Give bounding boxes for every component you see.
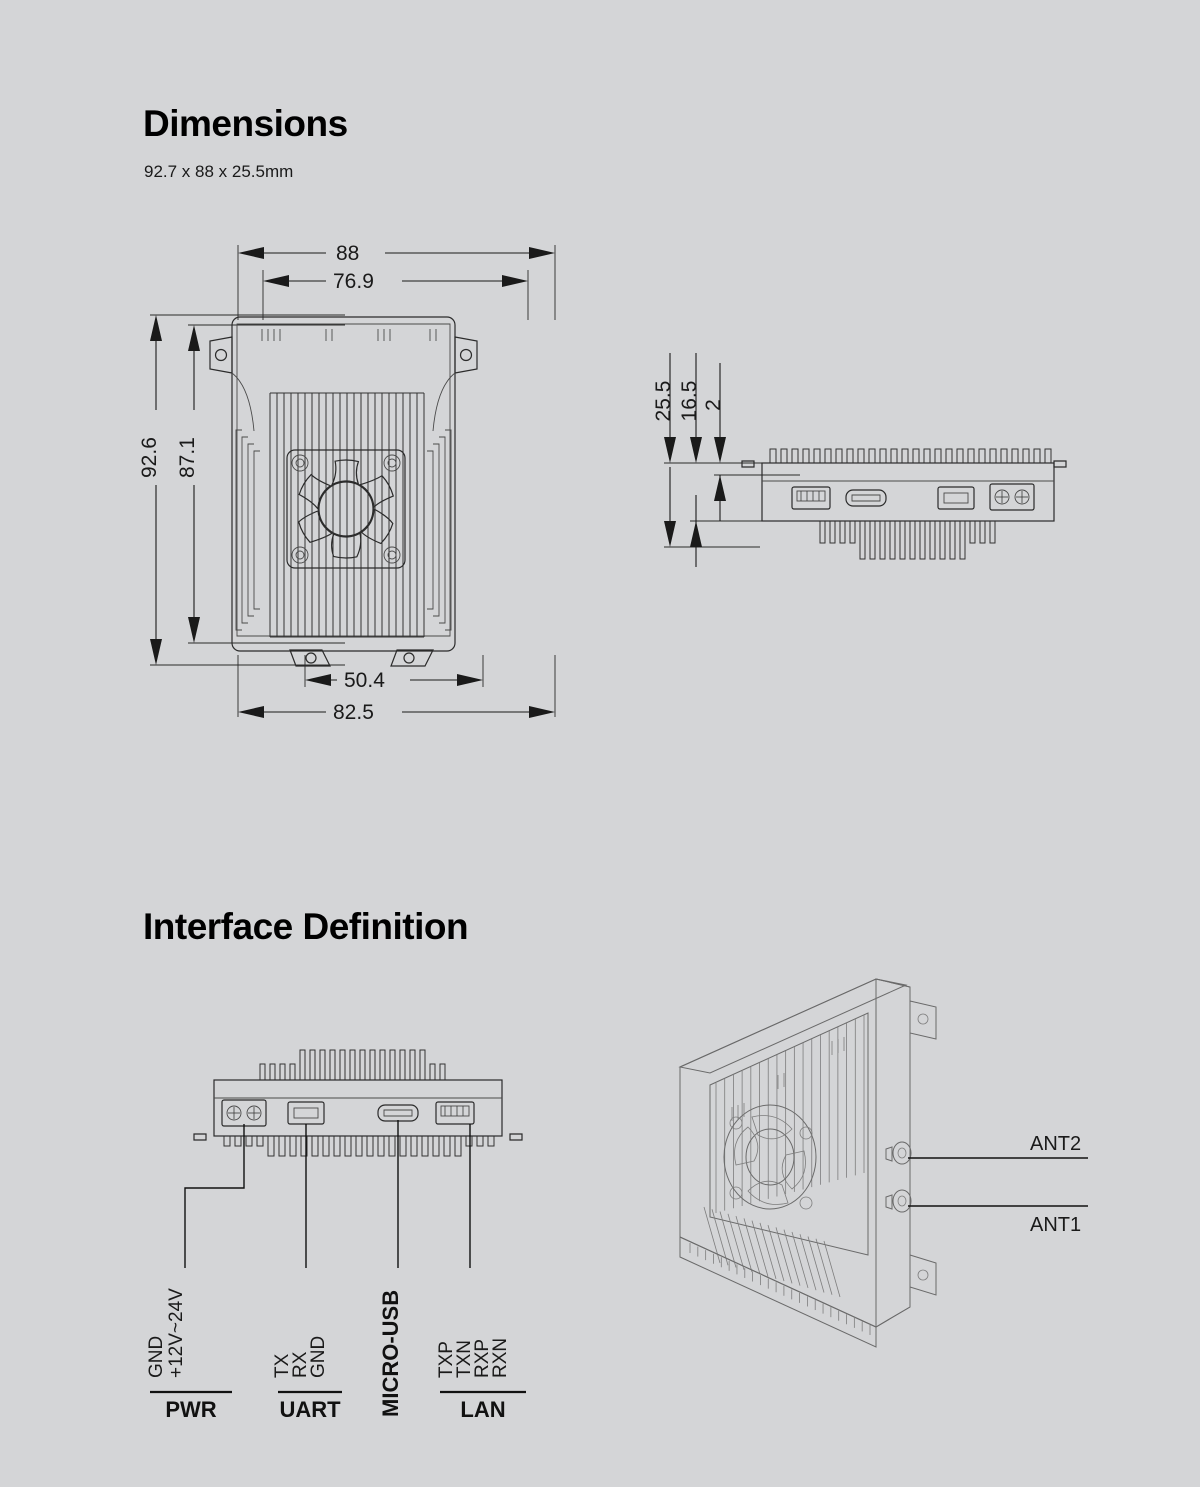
pin-group-pwr: GND +12V~24V PWR <box>146 1288 232 1422</box>
dimension-50-4-label: 50.4 <box>344 669 385 692</box>
callout-ant1: ANT1 <box>908 1205 1088 1236</box>
dimension-76-9-label: 76.9 <box>333 270 374 293</box>
connector-pwr-iface <box>221 1099 267 1127</box>
side-view-drawing: 25.5 16.5 2 <box>650 335 1070 575</box>
antenna-connector-1 <box>885 1189 912 1213</box>
pin-group-micro-usb: MICRO-USB <box>378 1290 403 1417</box>
connector-group-label-pwr: PWR <box>165 1397 216 1422</box>
dimension-2: 2 <box>702 363 726 521</box>
connector-uart <box>937 486 975 510</box>
antenna-connector-2 <box>885 1141 912 1165</box>
dimension-2-label: 2 <box>702 399 725 411</box>
pin-label-rx: RX <box>290 1351 311 1378</box>
connector-micro-usb <box>845 489 887 507</box>
interface-device-body <box>193 1049 523 1157</box>
dimension-16-5-label: 16.5 <box>678 381 701 422</box>
dimensions-section-title: Dimensions <box>143 103 348 144</box>
leader-lines <box>184 1120 471 1268</box>
device-top-body <box>209 316 478 667</box>
iso-device-body <box>678 978 937 1348</box>
pin-label-12v-24v: +12V~24V <box>166 1288 187 1378</box>
callout-label-ant1: ANT1 <box>1030 1214 1081 1236</box>
dimension-50-4: 50.4 <box>305 669 483 692</box>
interface-section-title: Interface Definition <box>143 906 469 947</box>
pin-label-gnd-uart: GND <box>308 1336 329 1378</box>
connector-uart-iface <box>287 1101 325 1125</box>
dimension-88: 88 <box>238 242 555 265</box>
dimension-76-9: 76.9 <box>263 270 528 293</box>
connector-pwr <box>989 483 1035 511</box>
isometric-view-drawing: ANT2 ANT1 <box>660 955 1130 1355</box>
connector-lan-iface <box>435 1101 475 1125</box>
dimension-87-1: 87.1 <box>176 325 200 643</box>
callout-ant2: ANT2 <box>908 1133 1088 1159</box>
pin-label-tx: TX <box>272 1353 293 1378</box>
connector-lan <box>791 486 831 510</box>
fan-assembly <box>286 449 406 569</box>
dimension-92-6-label: 92.6 <box>138 437 161 478</box>
dimension-16-5: 16.5 <box>678 353 702 567</box>
dimension-92-6: 92.6 <box>138 315 162 665</box>
dimension-25-5-label: 25.5 <box>652 381 675 422</box>
dimension-25-5: 25.5 <box>652 353 676 547</box>
pin-label-txp: TXP <box>436 1341 457 1378</box>
pin-group-uart: TX RX GND UART <box>272 1336 342 1422</box>
iso-fan <box>723 1104 817 1210</box>
connector-group-label-lan: LAN <box>460 1397 505 1422</box>
device-side-body <box>741 448 1067 560</box>
pin-label-txn: TXN <box>454 1340 475 1378</box>
dimension-88-label: 88 <box>336 242 359 265</box>
dimension-82-5: 82.5 <box>238 701 555 724</box>
connector-micro-usb-iface <box>377 1104 419 1122</box>
dimensions-subtitle: 92.7 x 88 x 25.5mm <box>144 162 294 181</box>
connector-group-label-uart: UART <box>279 1397 341 1422</box>
top-view-drawing: 88 76.9 92.6 <box>130 225 580 745</box>
dimension-82-5-label: 82.5 <box>333 701 374 724</box>
pin-group-lan: TXP TXN RXP RXN LAN <box>436 1338 526 1422</box>
interface-side-view-drawing: GND +12V~24V PWR TX RX GND UART MICRO-US… <box>140 1020 570 1440</box>
callout-label-ant2: ANT2 <box>1030 1133 1081 1155</box>
pin-label-rxn: RXN <box>490 1338 511 1378</box>
connector-group-label-micro-usb: MICRO-USB <box>378 1290 403 1417</box>
dimension-87-1-label: 87.1 <box>176 437 199 478</box>
pin-label-gnd-pwr: GND <box>146 1336 167 1378</box>
pin-label-rxp: RXP <box>472 1339 493 1378</box>
